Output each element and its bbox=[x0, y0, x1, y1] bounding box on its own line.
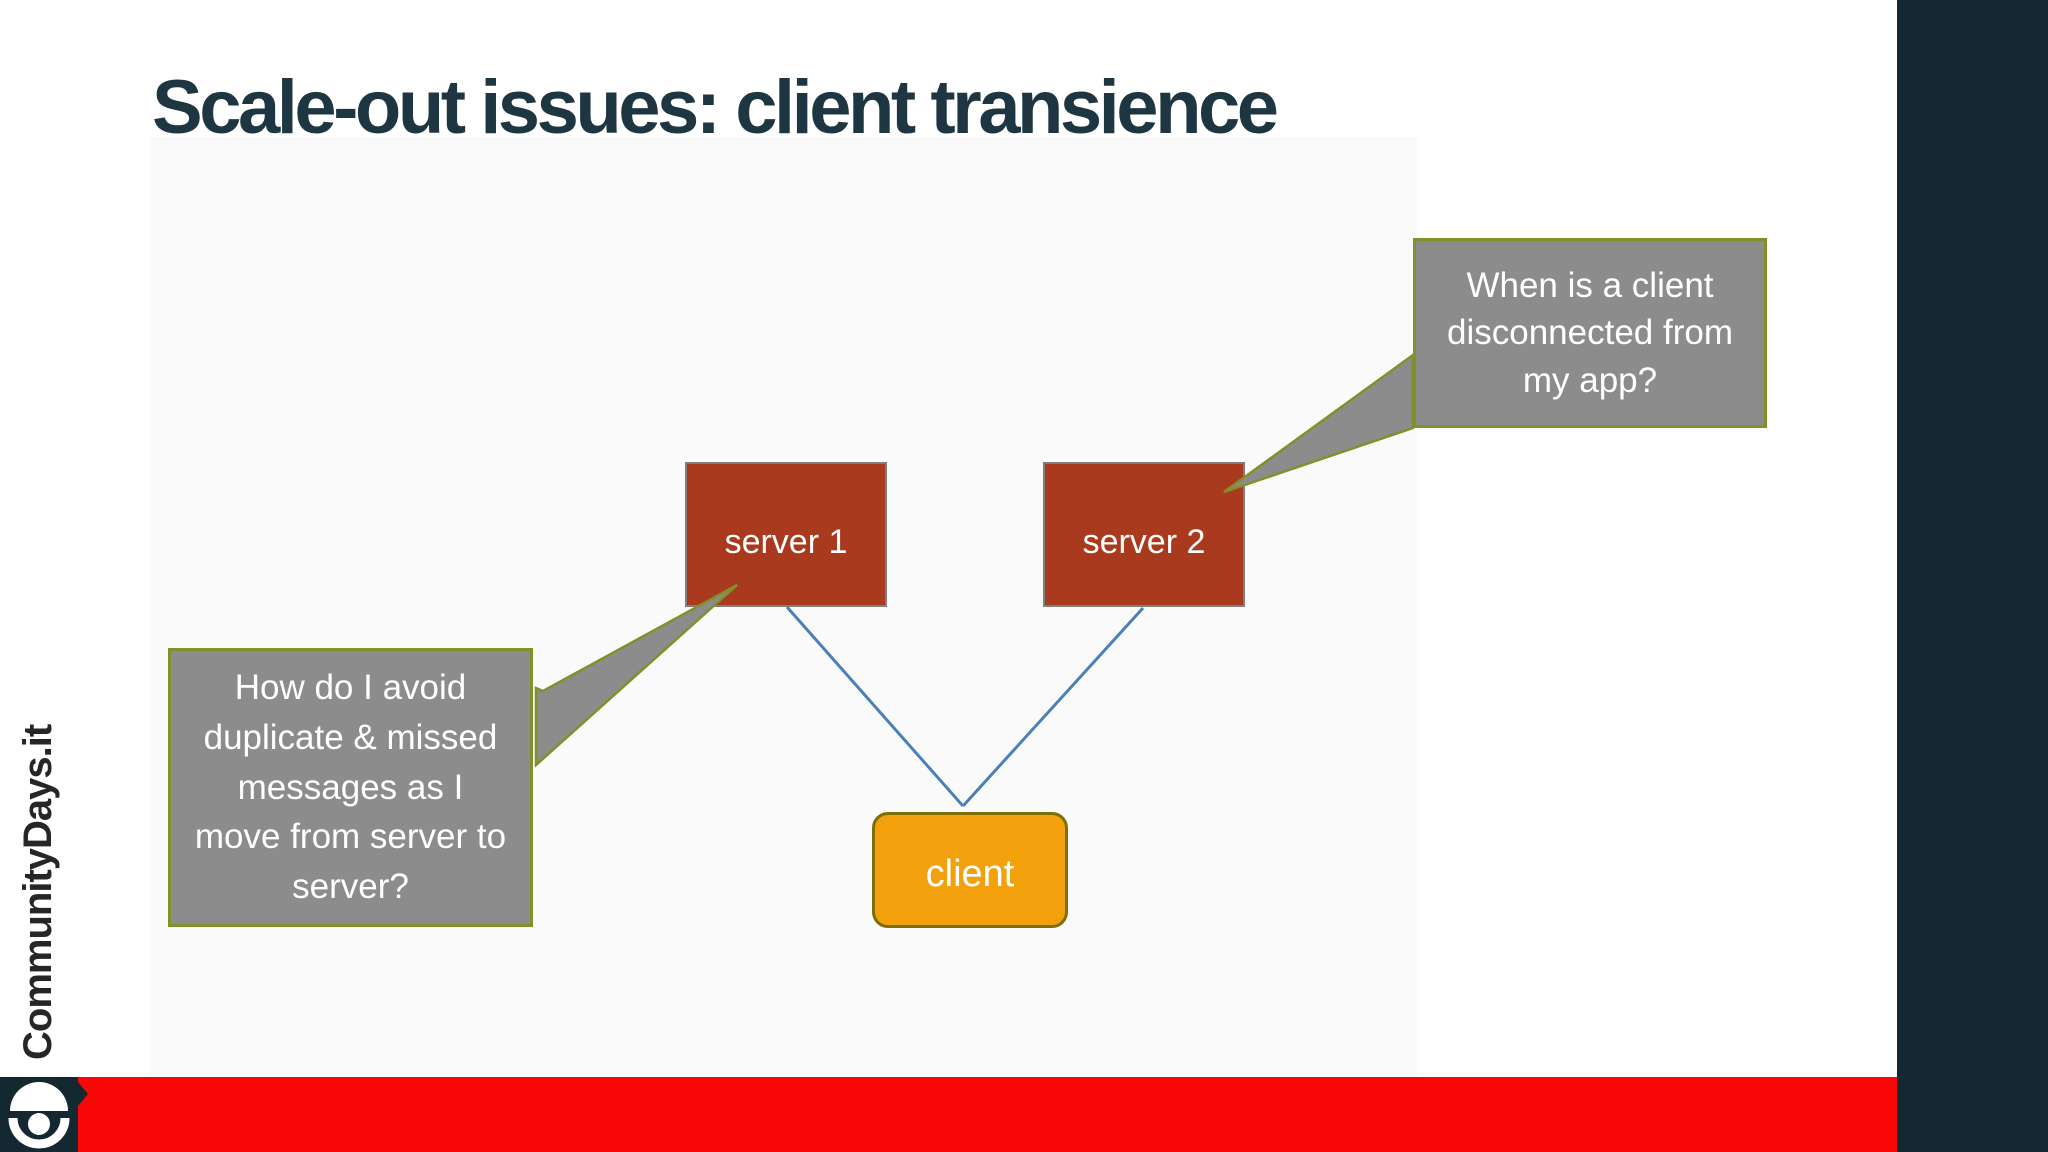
client-node: client bbox=[872, 812, 1068, 928]
client-label: client bbox=[925, 852, 1015, 895]
server2-label: server 2 bbox=[1082, 523, 1206, 561]
footer-red-bar bbox=[78, 1077, 1897, 1152]
server1-label: server 1 bbox=[724, 523, 848, 561]
server1-node: server 1 bbox=[685, 462, 887, 607]
right-question-callout: When is a client disconnected from my ap… bbox=[1413, 238, 1767, 428]
vertical-brand-label: CommunityDays.it bbox=[16, 724, 60, 1060]
slide-content-panel bbox=[150, 137, 1417, 1077]
right-sidebar-bar bbox=[1897, 0, 2048, 1152]
server2-node: server 2 bbox=[1043, 462, 1245, 607]
left-question-callout: How do I avoid duplicate & missed messag… bbox=[168, 648, 533, 927]
communitydays-logo-icon bbox=[0, 1077, 88, 1152]
page-title: Scale-out issues: client transience bbox=[152, 65, 1279, 150]
